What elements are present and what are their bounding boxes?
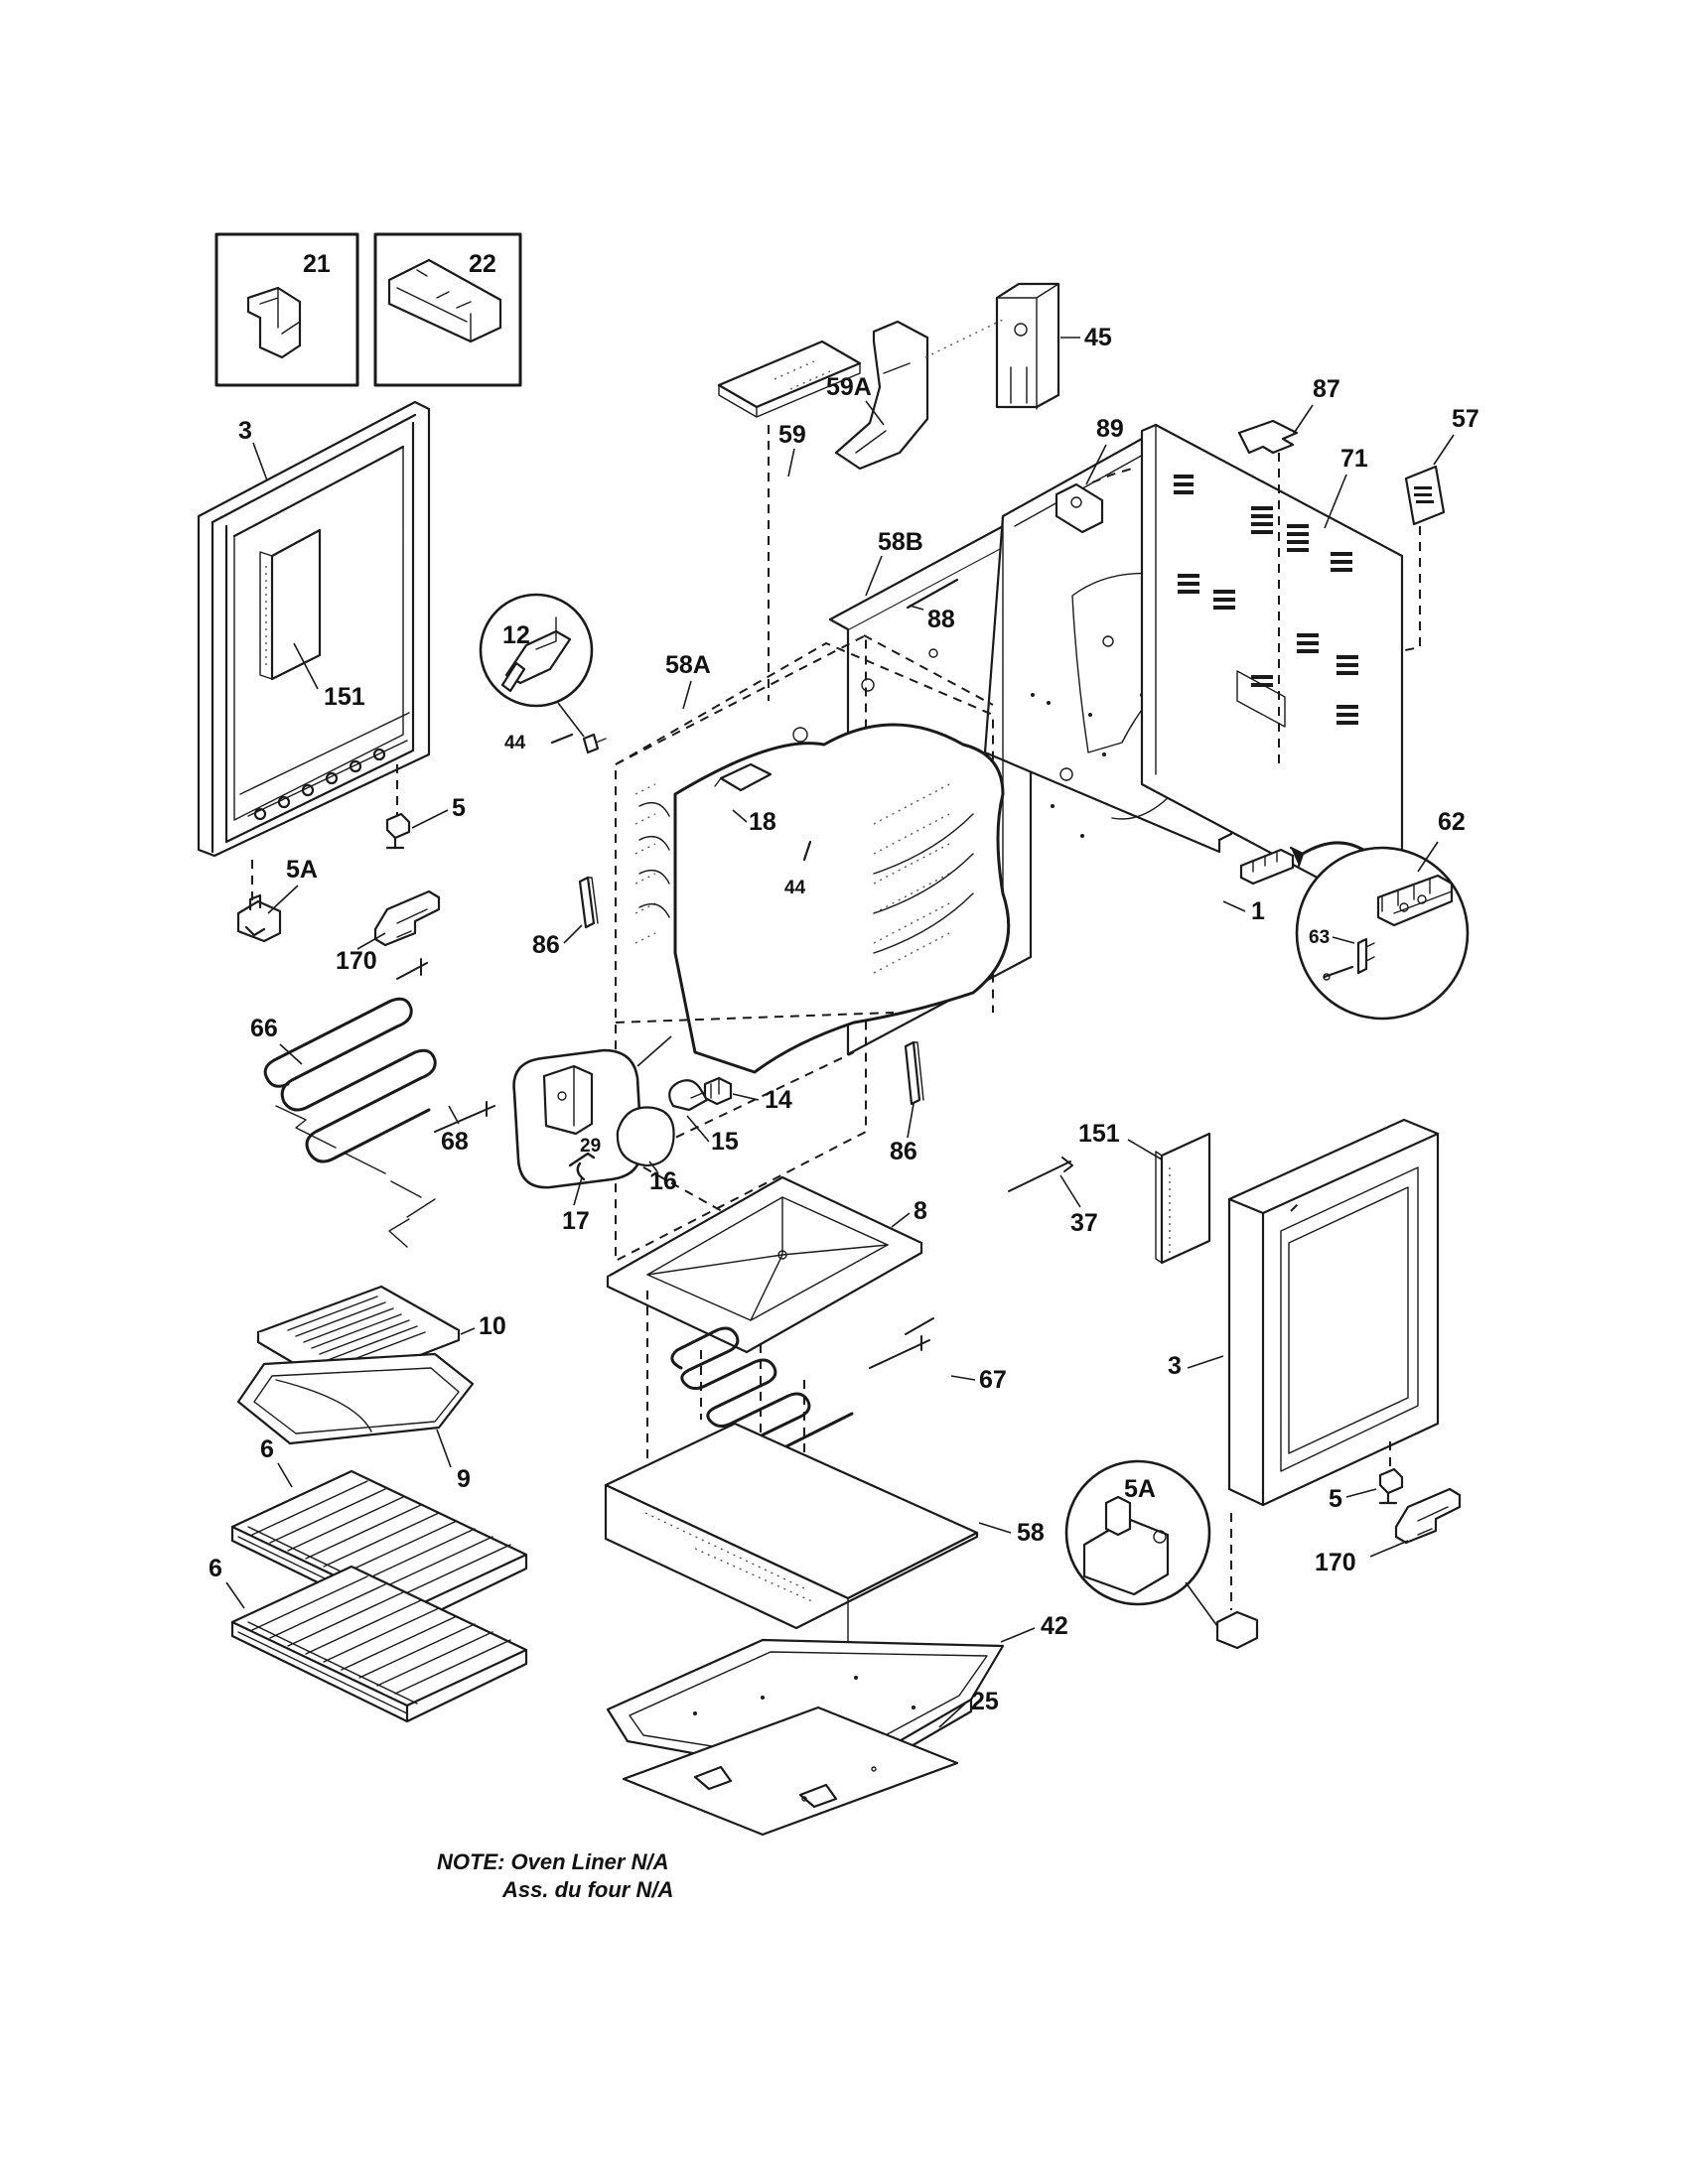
part-170-right-hinge: 170 bbox=[1315, 1487, 1462, 1576]
part-3-right-door: 3 bbox=[1168, 1118, 1440, 1507]
part-58-bottom-insulation: 58 bbox=[604, 1422, 1045, 1653]
callout-8: 8 bbox=[914, 1197, 927, 1225]
callout-25: 25 bbox=[971, 1688, 999, 1715]
callout-9: 9 bbox=[457, 1465, 471, 1493]
part-21-inset: 21 bbox=[214, 232, 359, 387]
callout-6-top: 6 bbox=[260, 1435, 274, 1463]
callout-86-right: 86 bbox=[890, 1138, 917, 1165]
note-line-1: NOTE: Oven Liner N/A bbox=[437, 1849, 669, 1874]
part-12-detail-circle: 12 bbox=[479, 593, 607, 754]
callout-58: 58 bbox=[1017, 1519, 1045, 1547]
callout-14: 14 bbox=[765, 1086, 792, 1114]
callout-88: 88 bbox=[927, 606, 955, 633]
callout-44-top: 44 bbox=[504, 733, 526, 753]
callout-86-left: 86 bbox=[532, 931, 560, 959]
part-151-left-bracket: 151 bbox=[259, 528, 365, 711]
callout-58a: 58A bbox=[665, 651, 711, 679]
callout-71: 71 bbox=[1340, 445, 1368, 473]
callout-45: 45 bbox=[1084, 324, 1112, 351]
callout-12: 12 bbox=[502, 621, 530, 649]
part-1-frame: 1 bbox=[1222, 897, 1265, 925]
part-67-bake-element: 67 bbox=[646, 1291, 1007, 1509]
callout-66: 66 bbox=[250, 1015, 278, 1042]
part-59a-duct: 59A bbox=[826, 319, 1004, 471]
part-63-terminal: 63 bbox=[1309, 927, 1375, 981]
part-44-screw-mid: 44 bbox=[784, 840, 812, 898]
callout-67: 67 bbox=[979, 1366, 1007, 1394]
part-86-left-bracket: 86 bbox=[532, 876, 599, 959]
callout-16: 16 bbox=[649, 1167, 677, 1195]
part-62-detail-circle: 62 bbox=[1295, 808, 1470, 1021]
part-25-cover: 25 bbox=[622, 1688, 999, 1837]
callout-151-right: 151 bbox=[1078, 1120, 1120, 1148]
callout-63: 63 bbox=[1309, 927, 1330, 948]
callout-3-left: 3 bbox=[238, 417, 252, 445]
callout-170-left: 170 bbox=[336, 947, 377, 975]
part-14-socket: 14 bbox=[703, 1076, 792, 1114]
callout-5-left: 5 bbox=[452, 794, 466, 822]
callout-15: 15 bbox=[711, 1128, 739, 1156]
callout-21: 21 bbox=[303, 250, 331, 278]
callout-22: 22 bbox=[469, 250, 496, 278]
part-16-lens: 16 bbox=[616, 1106, 677, 1195]
part-8-oven-bottom: 8 bbox=[606, 1175, 927, 1354]
part-89-bracket: 89 bbox=[1055, 415, 1133, 534]
part-57-cover: 57 bbox=[1399, 405, 1479, 652]
part-87-plate: 87 bbox=[1237, 375, 1340, 764]
callout-6-bottom: 6 bbox=[209, 1555, 222, 1582]
part-151-right-bracket: 151 bbox=[1078, 1120, 1211, 1265]
callout-59: 59 bbox=[778, 421, 806, 449]
callout-18: 18 bbox=[749, 808, 776, 836]
callout-151-left: 151 bbox=[324, 683, 365, 711]
callout-89: 89 bbox=[1096, 415, 1124, 443]
part-18-clip: 18 bbox=[732, 808, 776, 836]
part-170-left-hinge: 170 bbox=[336, 889, 441, 975]
part-29-detail-box: 29 bbox=[512, 1035, 672, 1189]
part-42-frame: 42 bbox=[606, 1612, 1068, 1793]
part-5a-left-hinge: 5A bbox=[236, 856, 318, 943]
callout-3-right: 3 bbox=[1168, 1352, 1182, 1380]
part-5-left-leveler: 5 bbox=[385, 764, 466, 850]
part-3-left-door: 3 bbox=[197, 400, 431, 858]
callout-68: 68 bbox=[441, 1128, 469, 1156]
part-22-inset: 22 bbox=[373, 232, 522, 387]
callout-62: 62 bbox=[1438, 808, 1466, 836]
callout-87: 87 bbox=[1313, 375, 1340, 403]
callout-37: 37 bbox=[1070, 1209, 1098, 1237]
callout-58b: 58B bbox=[878, 528, 923, 556]
callout-5a-right: 5A bbox=[1124, 1475, 1156, 1503]
part-68-wire: 68 bbox=[275, 1105, 469, 1248]
callout-170-right: 170 bbox=[1315, 1549, 1356, 1576]
part-5-right-leveler: 5 bbox=[1329, 1441, 1404, 1513]
part-5a-right-hinge: 5A bbox=[1064, 1459, 1259, 1650]
callout-57: 57 bbox=[1452, 405, 1479, 433]
callout-5a-left: 5A bbox=[286, 856, 318, 884]
part-66-broil-element: 66 bbox=[250, 958, 495, 1163]
callout-17: 17 bbox=[562, 1207, 590, 1235]
part-37-screw: 37 bbox=[1008, 1157, 1098, 1237]
callout-44-mid: 44 bbox=[784, 878, 806, 898]
part-44-screw-top: 44 bbox=[504, 733, 574, 753]
callout-1: 1 bbox=[1251, 897, 1265, 925]
part-59-duct: 59 bbox=[717, 340, 862, 701]
part-6-rack-bottom: 6 bbox=[209, 1555, 528, 1723]
callout-5-right: 5 bbox=[1329, 1485, 1342, 1513]
callout-10: 10 bbox=[479, 1312, 506, 1340]
part-45-duct-box: 45 bbox=[995, 282, 1112, 410]
part-86-right-bracket: 86 bbox=[890, 1040, 924, 1165]
part-88-wire: 88 bbox=[906, 578, 959, 633]
part-17-clip: 17 bbox=[562, 1152, 596, 1235]
oven-liner-note: NOTE: Oven Liner N/A Ass. du four N/A bbox=[437, 1848, 673, 1904]
callout-42: 42 bbox=[1041, 1612, 1068, 1640]
part-15-bulb: 15 bbox=[668, 1079, 739, 1156]
note-line-2: Ass. du four N/A bbox=[502, 1877, 674, 1902]
callout-29: 29 bbox=[580, 1136, 601, 1157]
part-9-broil-pan: 9 bbox=[236, 1352, 475, 1493]
part-71-rear-cover: 71 bbox=[1140, 423, 1404, 917]
